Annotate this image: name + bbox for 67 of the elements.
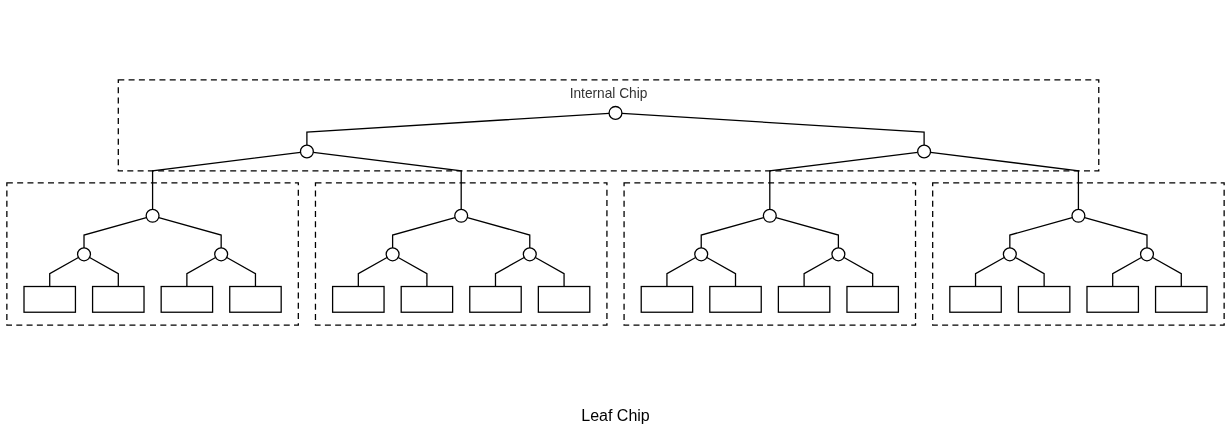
connector [706,256,737,288]
connector [534,256,565,288]
connector [1014,256,1045,288]
connector [974,256,1005,288]
connector [306,112,610,146]
cluster [932,182,1225,326]
node-box [537,285,591,313]
node-box [331,285,385,313]
node-circle [454,208,469,223]
connector [83,216,148,249]
node-box [1017,285,1071,313]
cluster [623,182,917,326]
cluster: Internal Chip [117,79,1100,172]
connector [49,256,80,288]
cluster [314,182,608,326]
node-box [229,285,282,313]
cluster [6,182,299,326]
connector [312,151,462,210]
node-circle [299,144,314,159]
connector [391,216,456,249]
node-box [1154,285,1208,313]
connector [494,256,525,288]
node-circle [145,208,160,223]
node-circle [214,247,229,262]
node-box [1086,285,1140,313]
node-circle [522,247,537,262]
node-circle [917,144,932,159]
connector [666,256,697,288]
connector [466,216,531,249]
node-circle [1071,208,1086,223]
connector [158,216,222,249]
node-box [91,285,145,313]
node-box [640,285,694,313]
node-box [469,285,522,313]
node-box [949,285,1002,313]
chip-label: Leaf Chip [581,407,650,424]
connector [151,151,302,210]
node-circle [385,247,400,262]
connector [929,151,1080,210]
connector [803,256,834,288]
connector [1009,216,1073,249]
connector [186,256,217,288]
node-box [23,285,77,313]
node-box [846,285,900,313]
node-circle [831,247,846,262]
node-circle [694,247,709,262]
node-box [777,285,831,313]
node-box [709,285,762,313]
node-circle [76,247,92,262]
connector [1112,256,1143,288]
connector [700,216,765,249]
node-box [160,285,214,313]
node-circle [608,105,623,120]
connector [88,256,119,288]
connector [775,216,840,249]
connector [843,256,874,288]
connector [1151,256,1182,288]
connector [621,112,925,146]
connector [357,256,388,288]
node-circle [762,208,777,223]
connector [769,151,919,210]
connector [397,256,428,288]
connector [226,256,257,288]
node-box [400,285,454,313]
node-circle [1002,247,1017,262]
connector [1083,216,1148,249]
node-circle [1139,247,1155,262]
